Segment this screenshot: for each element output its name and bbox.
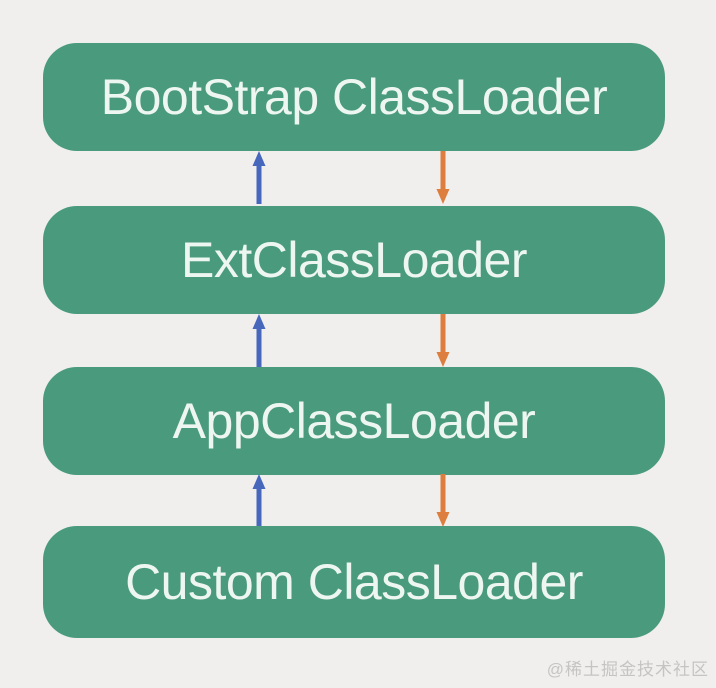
node-label: AppClassLoader [172,393,536,449]
node-label: ExtClassLoader [181,232,527,288]
node-label: Custom ClassLoader [125,554,583,610]
load-down-arrow-icon [436,474,450,527]
watermark: @稀土掘金技术社区 [546,660,709,679]
delegate-up-arrow-icon [252,314,266,367]
load-down-arrow-icon [436,151,450,204]
node-bootstrap-classloader: BootStrap ClassLoader [43,43,665,151]
node-label: BootStrap ClassLoader [100,69,608,125]
delegate-up-arrow-icon [252,151,266,204]
node-ext-classloader: ExtClassLoader [43,206,665,314]
load-down-arrow-icon [436,314,450,367]
delegate-up-arrow-icon [252,474,266,527]
node-custom-classloader: Custom ClassLoader [43,526,665,638]
node-app-classloader: AppClassLoader [43,367,665,475]
